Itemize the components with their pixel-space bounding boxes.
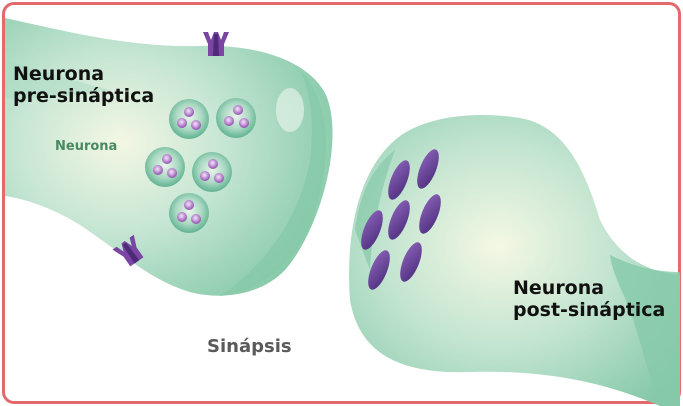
vesicle [169, 193, 209, 233]
postsynaptic-label: Neurona post-sináptica [513, 277, 665, 322]
postsynaptic-label-line1: Neurona [513, 277, 605, 299]
vesicle [216, 98, 256, 138]
vesicle [169, 99, 209, 139]
vesicle [145, 147, 185, 187]
receptor [400, 242, 422, 282]
presynaptic-label: Neurona pre-sináptica [13, 63, 154, 108]
neuron-inner-label: Neurona [55, 139, 118, 154]
postsynaptic-neuron [349, 114, 680, 406]
vesicle [192, 152, 232, 192]
channel-protein-bottom [112, 234, 144, 267]
receptor [361, 210, 383, 250]
channel-protein-top [203, 32, 229, 56]
receptor [388, 160, 410, 200]
postsynaptic-label-line2: post-sináptica [513, 299, 666, 322]
receptor [388, 200, 410, 240]
vesicles [145, 98, 256, 233]
synapse-label: Sinápsis [207, 336, 292, 357]
receptor [417, 149, 439, 189]
receptor [419, 194, 441, 234]
presynaptic-label-line1: Neurona [13, 63, 105, 85]
presynaptic-label-line2: pre-sináptica [13, 85, 155, 108]
receptor [368, 250, 390, 290]
receptors [361, 149, 441, 290]
